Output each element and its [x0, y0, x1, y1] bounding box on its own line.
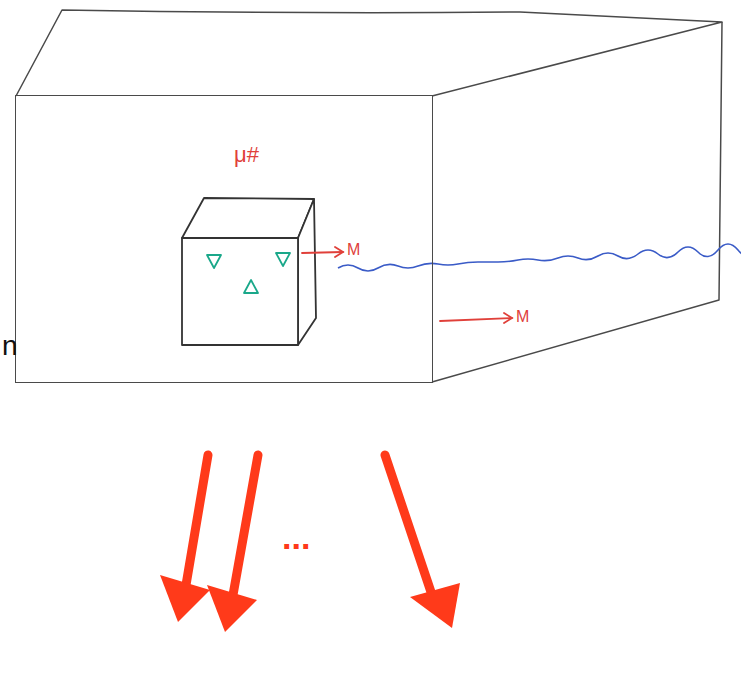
- box-label: μ#: [234, 144, 259, 166]
- outer-box: μ#: [15, 95, 433, 383]
- outer-box-faces: [16, 10, 722, 382]
- inner-box: [182, 198, 316, 345]
- m-label: M: [516, 309, 529, 325]
- m-arrows: [302, 247, 512, 323]
- wave-line: [338, 244, 741, 271]
- face-symbols: [207, 253, 290, 293]
- ellipsis-mark: ...: [282, 520, 310, 554]
- output-arrowheads: [160, 575, 460, 632]
- m-label: M: [347, 242, 360, 258]
- cut-off-text: n: [2, 332, 18, 360]
- output-arrows: [186, 455, 432, 595]
